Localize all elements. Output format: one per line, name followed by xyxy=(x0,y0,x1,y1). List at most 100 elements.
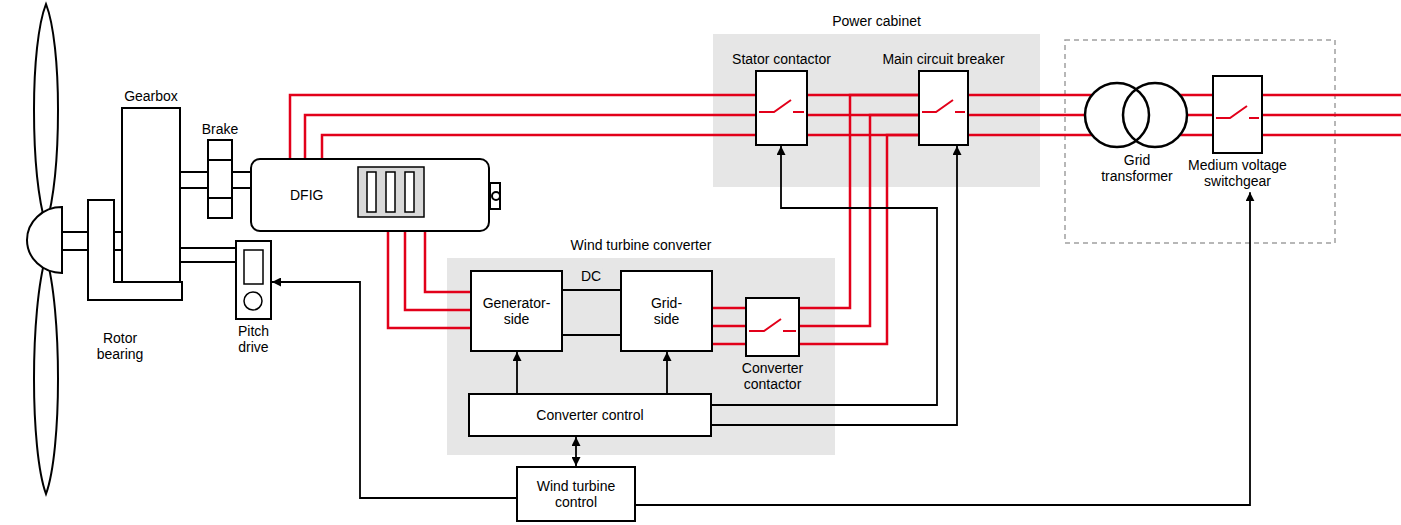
gearbox xyxy=(122,108,180,282)
node-heading: Power cabinet xyxy=(832,13,921,29)
brake xyxy=(208,140,232,218)
pitch-drive-body xyxy=(244,250,263,284)
part-label: Brake xyxy=(190,121,250,137)
signal-arrow xyxy=(712,146,937,405)
generator-shaft-end xyxy=(490,183,500,209)
transformer-symbol xyxy=(1085,83,1149,147)
switchgear-box: Medium voltage switchgear xyxy=(1212,75,1263,154)
contactor-box: Converter contactor xyxy=(745,297,800,357)
power-line xyxy=(290,95,755,158)
power-line xyxy=(425,232,470,292)
switch-symbol xyxy=(1216,106,1259,118)
brake xyxy=(208,159,232,161)
node-heading: Converter contactor xyxy=(728,360,818,392)
dc-link xyxy=(563,289,620,291)
switch-symbol xyxy=(759,100,804,112)
rotor-blade xyxy=(34,4,58,226)
node-heading: Stator contactor xyxy=(732,51,831,67)
node-label: Generator- side xyxy=(481,295,553,327)
power-line xyxy=(969,95,1092,135)
pitch-shaft xyxy=(180,248,235,262)
generator-box: DFIG xyxy=(250,158,490,232)
power-line xyxy=(305,115,755,158)
contactor-box: Stator contactor xyxy=(755,70,808,146)
part-label: Grid transformer xyxy=(1092,152,1182,184)
generator-windings xyxy=(358,167,424,217)
cabinet-region xyxy=(713,34,1040,187)
process-box: Generator- side xyxy=(470,270,563,352)
pitch-drive-body xyxy=(235,240,272,320)
power-line xyxy=(388,232,470,328)
grid-connection-frame xyxy=(1065,40,1335,243)
signal-arrow xyxy=(636,192,1250,505)
signal-arrow xyxy=(517,352,518,393)
control-box: Wind turbine control xyxy=(516,466,636,522)
node-label: Wind turbine control xyxy=(526,478,626,510)
generator-shaft-end xyxy=(490,183,500,209)
power-line xyxy=(405,232,470,310)
switch-housing xyxy=(755,70,808,146)
part-label: Rotor bearing xyxy=(84,330,156,362)
dc-link xyxy=(563,334,620,336)
generator-body xyxy=(250,158,490,232)
node-heading: Medium voltage switchgear xyxy=(1178,157,1298,189)
pitch-drive-body xyxy=(235,240,272,320)
cabinet-region xyxy=(447,34,1040,455)
breaker-box: Main circuit breaker xyxy=(918,70,969,146)
gearbox xyxy=(122,108,180,282)
switch-symbol xyxy=(749,319,796,331)
power-line xyxy=(388,232,470,328)
node-heading: Pitch drive xyxy=(223,323,285,355)
switch-housing xyxy=(745,297,800,357)
power-line xyxy=(713,325,745,328)
generator-windings xyxy=(405,172,414,212)
signal-arrow xyxy=(712,146,937,405)
switch-housing xyxy=(745,70,1263,357)
grid-connection-frame xyxy=(1065,40,1335,243)
signal-arrow xyxy=(576,437,577,466)
generator-windings xyxy=(358,167,424,217)
transformer-symbol xyxy=(1123,83,1187,147)
generator-body xyxy=(250,158,490,232)
cabinet-region: Power cabinetStator contactorMain circui… xyxy=(713,34,1040,187)
signal-arrow xyxy=(712,146,957,425)
pitch-shaft xyxy=(180,247,235,249)
power-line xyxy=(713,343,745,346)
power-line xyxy=(800,95,918,344)
generator-windings xyxy=(386,172,395,212)
pitch-drive-box: Pitch drive xyxy=(235,240,272,320)
switch-housing xyxy=(1212,75,1263,154)
signal-arrow xyxy=(667,352,668,393)
generator-shaft-end xyxy=(492,192,500,200)
brake xyxy=(208,197,232,199)
process-box: Grid- side xyxy=(620,270,713,352)
converter-region: Wind turbine converterGenerator- sideGri… xyxy=(447,258,835,455)
power-line xyxy=(290,95,755,158)
signal-arrow xyxy=(666,352,668,393)
power-line xyxy=(322,135,755,158)
rotor-hub xyxy=(27,207,62,273)
power-line xyxy=(713,308,745,344)
switch-housing xyxy=(918,70,969,146)
switch-symbol xyxy=(922,100,965,112)
node-heading: Main circuit breaker xyxy=(882,51,1004,67)
node-label: Grid- side xyxy=(647,295,687,327)
rotor-hub xyxy=(27,207,62,273)
brake xyxy=(208,140,232,218)
power-line xyxy=(800,95,918,308)
signal-arrow xyxy=(636,192,1250,505)
power-line xyxy=(800,135,918,344)
signal-arrow xyxy=(575,437,577,466)
pitch-shaft xyxy=(180,261,235,263)
pitch-drive-body xyxy=(244,292,262,310)
transformer-symbol xyxy=(1085,83,1187,147)
generator-windings xyxy=(367,172,376,212)
node-label: DFIG xyxy=(290,187,323,203)
dc-link xyxy=(563,290,620,335)
power-line xyxy=(800,115,918,326)
edge-label: DC xyxy=(579,268,603,284)
part-label: Gearbox xyxy=(116,88,186,104)
